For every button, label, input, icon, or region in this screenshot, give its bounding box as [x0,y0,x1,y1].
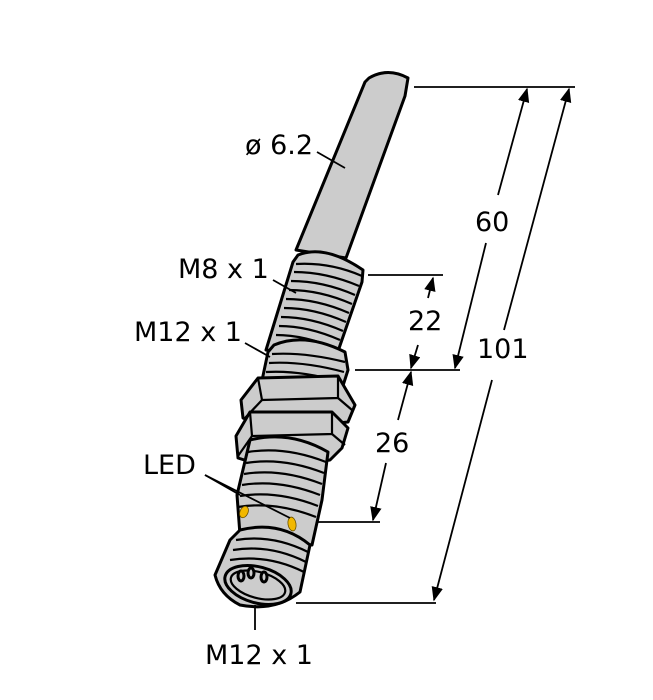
dim-101-lower [431,379,493,602]
m8-thread-section [264,250,365,359]
leader-m8 [272,279,297,294]
dim-60-lower [452,242,487,370]
dim-22-lower [409,344,421,370]
sensor-rod [294,71,410,260]
dim-101-upper [503,87,572,331]
leader-m12 [244,342,271,358]
diameter-label: ø 6.2 [245,130,313,161]
connector-label: M12 x 1 [205,640,313,671]
dim-26-lower [370,462,387,522]
led-indicator-right [287,516,297,532]
led-indicator-left [239,505,249,519]
led-label: LED [143,450,196,481]
m8-thread-label: M8 x 1 [178,254,269,285]
leader-led-2 [204,474,291,519]
dim-22-upper [424,276,436,299]
dim-60-upper [497,87,530,196]
dim-26-upper [397,370,414,421]
dim-101-label: 101 [477,334,529,365]
m12-thread-label: M12 x 1 [134,317,242,348]
leader-diameter [316,151,346,169]
m12-connector [213,525,312,609]
dim-26-label: 26 [375,428,409,459]
dim-22-label: 22 [408,306,442,337]
dim-60-label: 60 [475,207,509,238]
